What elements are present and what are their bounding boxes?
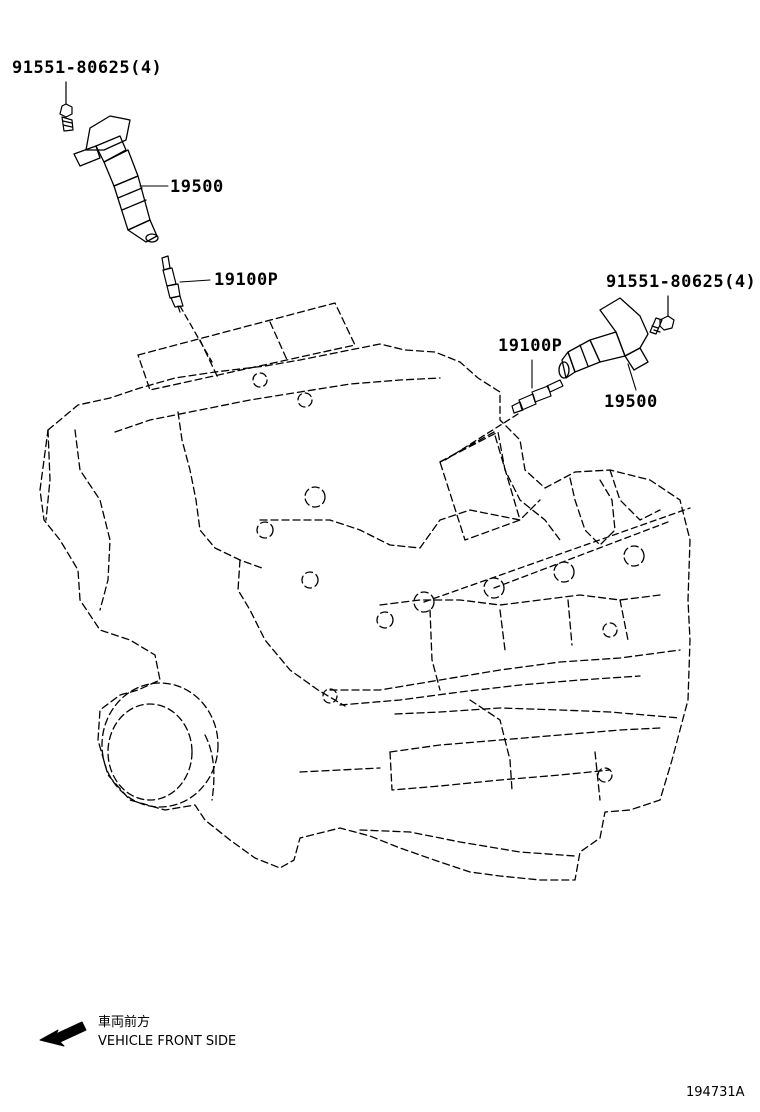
callout-bolt-left: 91551-80625(4): [12, 58, 163, 78]
engine-block-outline: [39, 302, 691, 881]
callout-leaders: [139, 185, 637, 391]
callout-coil-right: 19500: [604, 392, 658, 412]
callout-coil-left: 19500: [170, 177, 224, 197]
direction-note-japanese: 車両前方: [98, 1015, 151, 1030]
bolt-left-icon: [59, 81, 74, 132]
ignition-coil-left-icon: [73, 115, 159, 243]
spark-plug-left-icon: [161, 255, 184, 313]
direction-note-english: VEHICLE FRONT SIDE: [98, 1034, 237, 1049]
callout-plug-left: 19100P: [214, 270, 279, 290]
callout-bolt-right: 91551-80625(4): [606, 272, 757, 292]
callout-plug-right: 19100P: [498, 336, 563, 356]
spark-plug-right-icon: [511, 379, 564, 414]
installation-guide-lines: [179, 305, 691, 603]
bolt-right-icon: [649, 295, 675, 335]
ignition-coil-right-icon: [558, 297, 649, 379]
arrow-left-down-icon: [39, 1021, 87, 1047]
drawing-reference-id: 194731A: [686, 1085, 745, 1100]
